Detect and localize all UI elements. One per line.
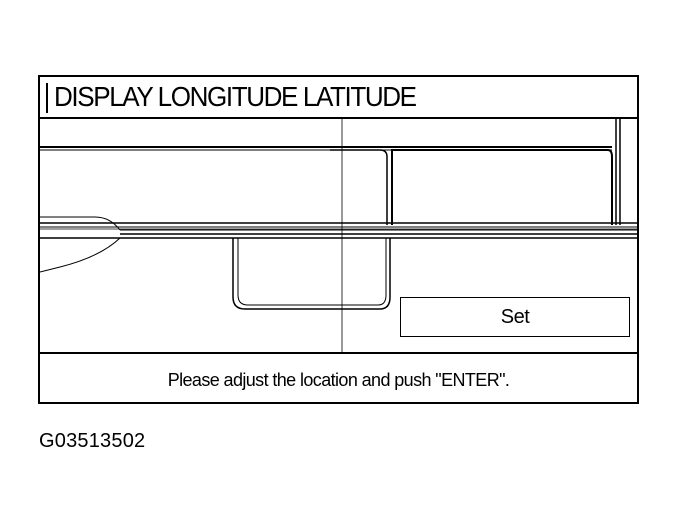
- map-view[interactable]: Set: [40, 117, 637, 354]
- block-lower-inner: [237, 238, 387, 306]
- set-button[interactable]: Set: [400, 297, 630, 337]
- screen-title: DISPLAY LONGITUDE LATITUDE: [54, 81, 417, 112]
- block-upper-right: [391, 149, 613, 225]
- title-cursor-bar: [46, 83, 48, 113]
- title-bar: DISPLAY LONGITUDE LATITUDE: [40, 77, 637, 119]
- figure-id-label: G03513502: [39, 430, 146, 452]
- road-merge-upper: [40, 216, 121, 231]
- instruction-message: Please adjust the location and push "ENT…: [167, 369, 510, 390]
- message-bar: Please adjust the location and push "ENT…: [40, 354, 637, 402]
- block-lower: [232, 238, 391, 310]
- map-drawing: [40, 117, 637, 352]
- road-merge-lower: [40, 237, 121, 273]
- display-screen: DISPLAY LONGITUDE LATITUDE: [38, 75, 639, 404]
- block-upper-left: [330, 149, 388, 225]
